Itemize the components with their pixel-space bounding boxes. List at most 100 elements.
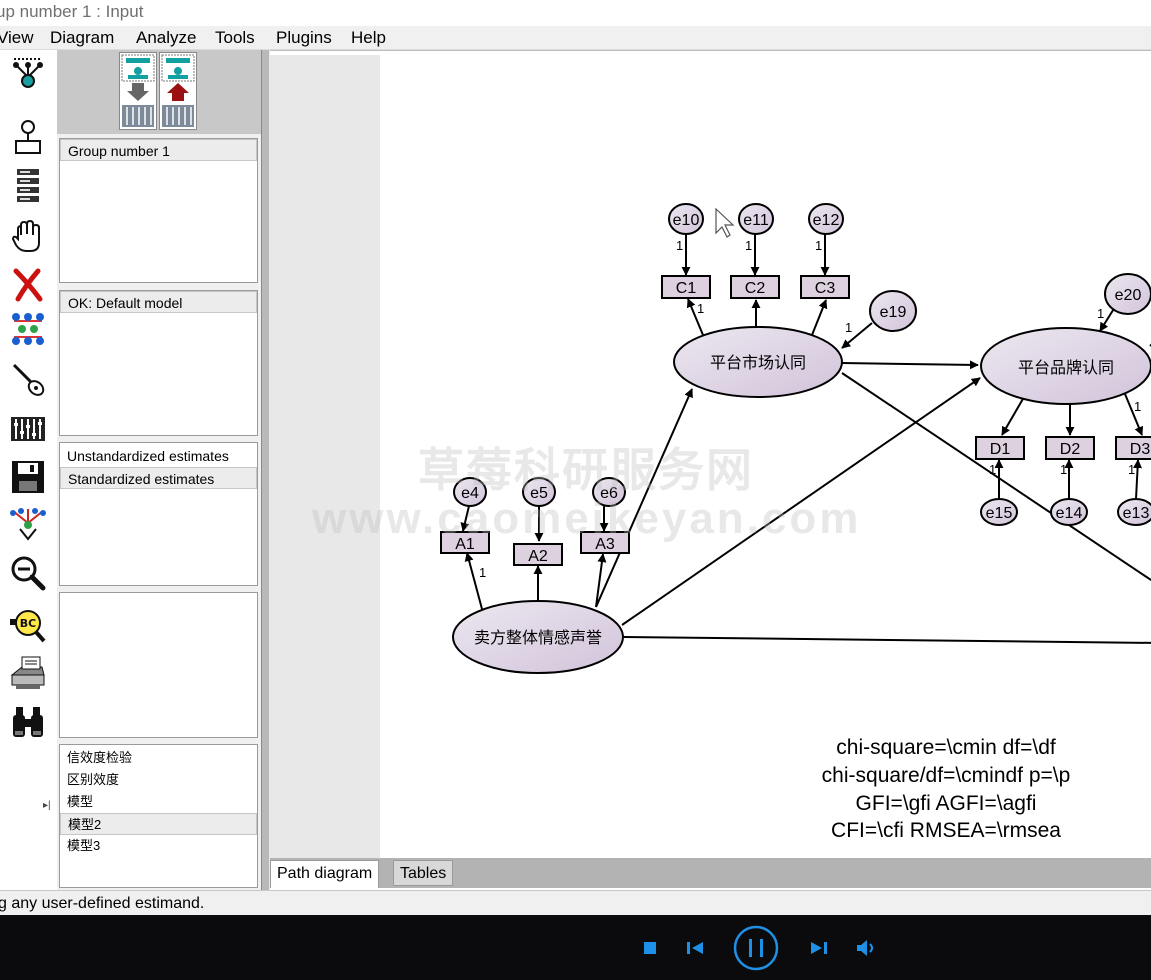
model-panel: Group number 1 OK: Default model Unstand… [57, 50, 261, 890]
error-e19[interactable] [869, 290, 917, 332]
stop-button[interactable] [638, 915, 662, 980]
pause-button[interactable] [733, 915, 779, 980]
menu-tools[interactable]: Tools [215, 28, 255, 47]
error-e13-label: e13 [1123, 505, 1150, 522]
path-seller-brand[interactable] [621, 377, 981, 626]
error-e13[interactable] [1117, 498, 1151, 526]
indicator-a2-label: A2 [528, 548, 548, 565]
path-brand-d3[interactable] [1124, 393, 1144, 436]
indicator-c1-label: C1 [676, 280, 697, 297]
canvas-margin [270, 55, 380, 859]
path-e19-market[interactable] [841, 322, 873, 349]
previous-button[interactable] [682, 915, 708, 980]
menu-help[interactable]: Help [351, 28, 386, 47]
fit-text-line: chi-square=\cmin df=\df [836, 736, 1056, 759]
path-seller-a1[interactable] [464, 552, 483, 610]
error-e6[interactable] [592, 477, 626, 507]
data-file-icon[interactable] [6, 408, 50, 450]
estimates-pane: Unstandardized estimates Standardized es… [59, 442, 258, 586]
indicator-a3[interactable] [580, 531, 630, 554]
path-seller-offscreen[interactable] [623, 636, 1151, 644]
model-item[interactable]: OK: Default model [60, 291, 257, 313]
zoom-out-icon[interactable] [6, 552, 50, 594]
file-item[interactable]: 模型3 [67, 838, 101, 853]
media-controls [0, 915, 1151, 980]
path-diagram[interactable]: 1 1 1 1 1 1 1 1 1 1 1 [270, 51, 1151, 859]
latent-seller[interactable] [452, 600, 624, 674]
volume-button[interactable] [853, 915, 881, 980]
indicator-d2[interactable] [1045, 436, 1095, 460]
indicator-variable-icon[interactable] [6, 52, 50, 94]
error-e20[interactable] [1104, 273, 1151, 315]
files-pane: 信效度检验 区别效度 模型 模型2 模型3 [59, 744, 258, 888]
error-e10[interactable] [668, 203, 704, 235]
latent-variable-icon[interactable] [6, 116, 50, 158]
view-output-button[interactable] [159, 52, 197, 130]
error-e4[interactable] [453, 477, 487, 507]
error-e14[interactable] [1050, 498, 1088, 526]
weight-label: 1 [479, 565, 486, 580]
latent-brand[interactable] [980, 327, 1151, 405]
panel-splitter[interactable] [261, 50, 270, 890]
indicator-a1[interactable] [440, 531, 490, 554]
delete-icon[interactable] [6, 264, 50, 306]
path-brand-d1[interactable] [1001, 396, 1025, 436]
unstandardized-estimates-item[interactable]: Unstandardized estimates [67, 448, 229, 464]
menu-diagram[interactable]: Diagram [50, 28, 115, 47]
path-seller-market[interactable] [595, 388, 693, 608]
print-icon[interactable] [6, 652, 50, 694]
view-input-button[interactable] [119, 52, 157, 130]
path-market-c1[interactable] [686, 298, 704, 336]
fit-text-line: chi-square/df=\cmindf p=\p [822, 764, 1071, 787]
path-market-c3[interactable] [811, 299, 828, 336]
file-item[interactable]: 模型 [67, 794, 94, 809]
indicator-c1[interactable] [661, 275, 711, 299]
error-e5-label: e5 [530, 485, 548, 502]
path-seller-a3[interactable] [595, 553, 607, 608]
path-e13-d3[interactable] [1133, 459, 1143, 500]
next-button[interactable] [806, 915, 832, 980]
standardized-estimates-item[interactable]: Standardized estimates [60, 467, 257, 489]
binoculars-icon[interactable] [6, 700, 50, 742]
error-e5[interactable] [522, 477, 556, 507]
path-market-brand[interactable] [841, 360, 979, 370]
menu-analyze[interactable]: Analyze [136, 28, 197, 47]
tab-tables[interactable]: Tables [393, 860, 454, 886]
indicator-c3[interactable] [800, 275, 850, 299]
models-pane: OK: Default model [59, 290, 258, 436]
group-item[interactable]: Group number 1 [60, 139, 257, 161]
menu-plugins[interactable]: Plugins [276, 28, 332, 47]
list-variables-icon[interactable] [6, 164, 50, 206]
weight-label: 1 [815, 238, 822, 253]
tab-path-diagram[interactable]: Path diagram [270, 860, 380, 888]
path-diagram-canvas[interactable]: 1 1 1 1 1 1 1 1 1 1 1 [270, 50, 1151, 859]
move-hand-icon[interactable] [6, 216, 50, 258]
file-item[interactable]: 信效度检验 [67, 750, 133, 765]
menu-view[interactable]: View [0, 28, 34, 47]
latent-market[interactable] [673, 326, 843, 398]
path-market-offscreen[interactable] [841, 372, 1151, 586]
indicator-a2[interactable] [513, 543, 563, 566]
error-e20-label: e20 [1115, 287, 1142, 304]
error-e15[interactable] [980, 498, 1018, 526]
magic-wand-icon[interactable] [6, 358, 50, 400]
save-icon[interactable] [6, 456, 50, 498]
preserve-symmetries-icon[interactable] [6, 308, 50, 350]
error-e10-label: e10 [673, 212, 700, 229]
indicator-d3[interactable] [1115, 436, 1151, 460]
file-item[interactable]: 区别效度 [67, 772, 120, 787]
error-e12[interactable] [808, 203, 844, 235]
path-e20-brand[interactable] [1099, 306, 1116, 332]
multi-select-icon[interactable] [6, 502, 50, 544]
path-e4-a1[interactable] [460, 505, 470, 532]
expand-arrow-icon[interactable]: ▸| [43, 800, 51, 811]
indicator-d1[interactable] [975, 436, 1025, 460]
indicator-a3-label: A3 [595, 536, 615, 553]
indicator-c2[interactable] [730, 275, 780, 299]
file-item[interactable]: 模型2 [60, 813, 257, 835]
latent-seller-label: 卖方整体情感声誉 [474, 628, 602, 647]
volume-icon [857, 939, 873, 956]
error-e11[interactable] [738, 203, 774, 235]
variable-names-icon[interactable]: BC [6, 604, 50, 646]
fit-text-line: GFI=\gfi AGFI=\agfi [856, 792, 1037, 815]
